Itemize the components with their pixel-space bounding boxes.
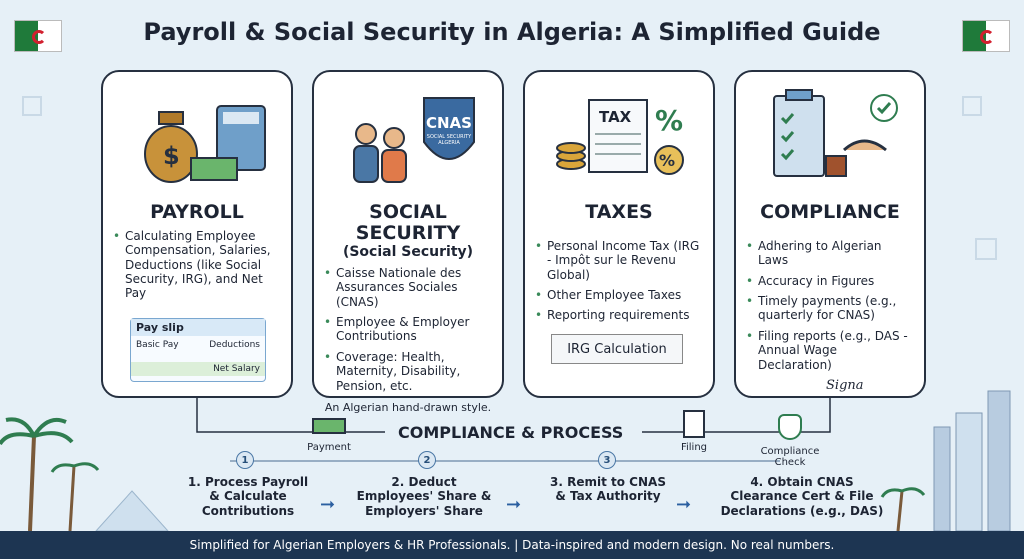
- process-step-2: 2. Deduct Employees' Share & Employers' …: [356, 475, 492, 518]
- step-arrow-icon: ➞: [506, 494, 522, 515]
- card-bullet: Employee & Employer Contributions: [324, 315, 492, 344]
- process-step-3: 3. Remit to CNAS & Tax Authority: [550, 475, 666, 504]
- style-note: An Algerian hand-drawn style.: [324, 400, 492, 414]
- clipboard-handshake-icon: [773, 89, 898, 177]
- card-bullet: Adhering to Algerian Laws: [746, 239, 914, 268]
- step-number-1: 1: [236, 451, 254, 469]
- card-bullet: Timely payments (e.g., quarterly for CNA…: [746, 294, 914, 323]
- bg-square-1: [22, 96, 42, 116]
- payslip-basic: Basic Pay: [136, 340, 179, 350]
- compliance-check-label: Compliance Check: [760, 446, 820, 468]
- card-bullet: Caisse Nationale des Assurances Sociales…: [324, 266, 492, 309]
- step-number-3: 3: [598, 451, 616, 469]
- step-arrow-icon: ➞: [320, 494, 336, 515]
- card-bullet: Accuracy in Figures: [746, 274, 914, 289]
- card-heading: SOCIAL SECURITY: [355, 201, 461, 244]
- svg-text:%: %: [655, 104, 683, 137]
- svg-text:%: %: [659, 151, 675, 170]
- card-compliance: COMPLIANCE Adhering to Algerian Laws Acc…: [734, 70, 926, 398]
- payroll-illustration: $: [113, 72, 281, 192]
- people-shield-icon: [353, 97, 475, 183]
- card-subheading: (Social Security): [342, 243, 474, 260]
- payslip-title: Pay slip: [131, 319, 265, 336]
- svg-text:$: $: [163, 142, 180, 170]
- process-step-4: 4. Obtain CNAS Clearance Cert & File Dec…: [720, 475, 884, 518]
- page-title: Payroll & Social Security in Algeria: A …: [143, 18, 881, 46]
- payment-label: Payment: [307, 442, 351, 453]
- bg-square-3: [975, 238, 997, 260]
- irg-calculation-box: IRG Calculation: [551, 334, 683, 364]
- card-bullet: Personal Income Tax (IRG - Impôt sur le …: [535, 239, 703, 282]
- social-security-illustration: CNAS SOCIAL SECURITY ALGERIA: [324, 72, 492, 192]
- step-number-2: 2: [418, 451, 436, 469]
- process-step-1: 1. Process Payroll & Calculate Contribut…: [187, 475, 309, 518]
- tax-doc-label: TAX: [599, 108, 632, 126]
- cnas-badge: CNAS: [426, 114, 472, 132]
- algeria-flag-right-icon: [962, 20, 1010, 52]
- payment-cash-icon: [312, 418, 346, 434]
- payslip-deductions: Deductions: [209, 340, 260, 350]
- card-heading: PAYROLL: [150, 201, 244, 223]
- payslip-graphic: Pay slip Basic Pay Deductions Net Salary: [130, 318, 266, 382]
- algeria-flag-left-icon: [14, 20, 62, 52]
- card-heading: TAXES: [585, 201, 653, 223]
- payslip-net: Net Salary: [131, 362, 265, 376]
- process-title: COMPLIANCE & PROCESS: [398, 423, 624, 442]
- footer: Simplified for Algerian Employers & HR P…: [0, 531, 1024, 559]
- card-bullet: Coverage: Health, Maternity, Disability,…: [324, 350, 492, 393]
- bg-square-2: [962, 96, 982, 116]
- filing-document-icon: [683, 410, 705, 438]
- card-bullet: Calculating Employee Compensation, Salar…: [113, 229, 281, 301]
- step-arrow-icon: ➞: [676, 494, 692, 515]
- compliance-illustration: [746, 72, 914, 192]
- taxes-illustration: % % TAX: [535, 72, 703, 192]
- card-bullet: Reporting requirements: [535, 308, 703, 323]
- card-bullet: Other Employee Taxes: [535, 288, 703, 303]
- money-bag-calculator-icon: $: [144, 105, 266, 183]
- card-bullet: Filing reports (e.g., DAS - Annual Wage …: [746, 329, 914, 372]
- cnas-badge-sub: SOCIAL SECURITY ALGERIA: [426, 134, 472, 146]
- tax-document-icon: % %: [556, 99, 684, 175]
- signature: Signa: [826, 378, 864, 394]
- card-social-security: CNAS SOCIAL SECURITY ALGERIA SOCIAL SECU…: [312, 70, 504, 414]
- compliance-check-shield-icon: [778, 414, 802, 440]
- card-heading: COMPLIANCE: [760, 201, 900, 223]
- filing-label: Filing: [680, 442, 708, 453]
